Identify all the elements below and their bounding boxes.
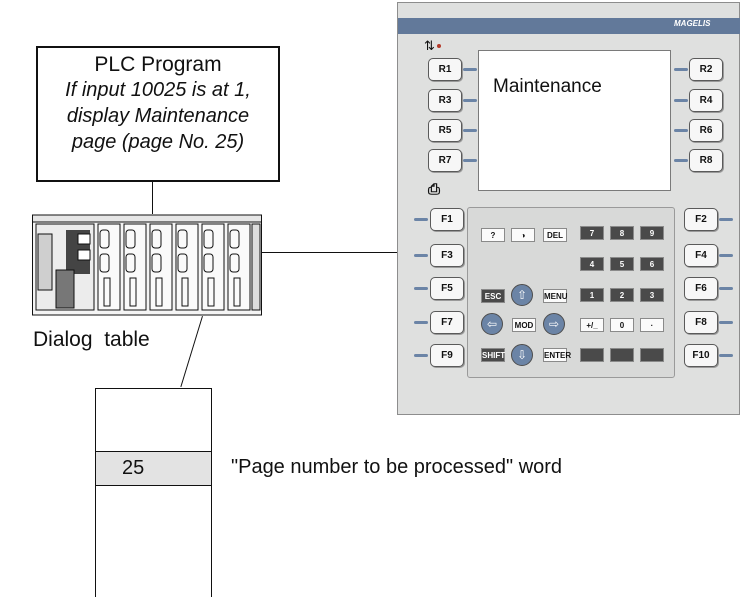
key-mod[interactable]: MOD	[512, 318, 536, 332]
key-r2[interactable]: R2	[689, 58, 723, 81]
led-f6	[719, 287, 733, 290]
key-2[interactable]: 2	[610, 288, 634, 302]
key-f9[interactable]: F9	[430, 344, 464, 367]
plc-program-line-3: page (page No. 25)	[71, 131, 245, 153]
connector-rack-to-table	[180, 316, 203, 388]
led-r3	[463, 99, 477, 102]
printer-icon: ⎙	[428, 181, 441, 198]
key-contrast[interactable]: ◑	[511, 228, 535, 242]
key-7[interactable]: 7	[580, 226, 604, 240]
key-f7[interactable]: F7	[430, 311, 464, 334]
key-3[interactable]: 3	[640, 288, 664, 302]
key-menu[interactable]: MENU	[543, 289, 568, 303]
led-r5	[463, 129, 477, 132]
led-r2	[674, 68, 688, 71]
key-dot[interactable]: ·	[640, 318, 664, 332]
terminal-header-band	[398, 18, 740, 34]
key-r8[interactable]: R8	[689, 149, 723, 172]
arrow-left-icon[interactable]: ⇦	[481, 313, 503, 335]
dialog-table-caption: Dialog table	[33, 328, 150, 351]
key-6[interactable]: 6	[640, 257, 664, 271]
key-9[interactable]: 9	[640, 226, 664, 240]
key-8[interactable]: 8	[610, 226, 634, 240]
dialog-table	[95, 388, 212, 597]
key-f6[interactable]: F6	[684, 277, 718, 300]
key-blank-3[interactable]	[640, 348, 664, 362]
key-f5[interactable]: F5	[430, 277, 464, 300]
terminal-brand: MAGELIS	[674, 19, 711, 28]
plc-program-line-2: display Maintenance	[66, 105, 250, 127]
terminal-screen	[478, 50, 671, 191]
key-f8[interactable]: F8	[684, 311, 718, 334]
alarm-led	[437, 44, 441, 48]
key-sign[interactable]: +/_	[580, 318, 604, 332]
led-r1	[463, 68, 477, 71]
key-f2[interactable]: F2	[684, 208, 718, 231]
page-number-word-label: "Page number to be processed" word	[231, 456, 563, 478]
key-r3[interactable]: R3	[428, 89, 462, 112]
key-blank-1[interactable]	[580, 348, 604, 362]
key-r5[interactable]: R5	[428, 119, 462, 142]
key-esc[interactable]: ESC	[481, 289, 505, 303]
led-f8	[719, 321, 733, 324]
connector-box-to-rack	[152, 182, 153, 214]
key-4[interactable]: 4	[580, 257, 604, 271]
key-r1[interactable]: R1	[428, 58, 462, 81]
led-f10	[719, 354, 733, 357]
key-0[interactable]: 0	[610, 318, 634, 332]
key-f3[interactable]: F3	[430, 244, 464, 267]
plc-program-title: PLC Program	[94, 53, 222, 76]
key-blank-2[interactable]	[610, 348, 634, 362]
key-5[interactable]: 5	[610, 257, 634, 271]
plc-program-box: PLC Program If input 10025 is at 1, disp…	[36, 46, 280, 182]
alarm-icon: ⇅	[424, 38, 435, 53]
key-r7[interactable]: R7	[428, 149, 462, 172]
key-del[interactable]: DEL	[543, 228, 567, 242]
key-f1[interactable]: F1	[430, 208, 464, 231]
key-shift[interactable]: SHIFT	[481, 348, 505, 362]
plc-rack-icon	[32, 214, 262, 316]
key-f4[interactable]: F4	[684, 244, 718, 267]
led-f2	[719, 218, 733, 221]
led-f1	[414, 218, 428, 221]
screen-page-title: Maintenance	[493, 76, 602, 97]
key-r4[interactable]: R4	[689, 89, 723, 112]
led-f7	[414, 321, 428, 324]
arrow-down-icon[interactable]: ⇩	[511, 344, 533, 366]
page-number-cell: 25	[96, 451, 211, 486]
arrow-right-icon[interactable]: ⇨	[543, 313, 565, 335]
key-help[interactable]: ?	[481, 228, 505, 242]
key-1[interactable]: 1	[580, 288, 604, 302]
led-r4	[674, 99, 688, 102]
arrow-up-icon[interactable]: ⇧	[511, 284, 533, 306]
led-f4	[719, 254, 733, 257]
plc-program-line-1: If input 10025 is at 1,	[65, 79, 251, 101]
led-r8	[674, 159, 688, 162]
key-r6[interactable]: R6	[689, 119, 723, 142]
led-f3	[414, 254, 428, 257]
led-f9	[414, 354, 428, 357]
key-enter[interactable]: ENTER	[543, 348, 571, 362]
led-r6	[674, 129, 688, 132]
key-f10[interactable]: F10	[684, 344, 718, 367]
led-f5	[414, 287, 428, 290]
led-r7	[463, 159, 477, 162]
connector-rack-to-terminal	[262, 252, 408, 253]
